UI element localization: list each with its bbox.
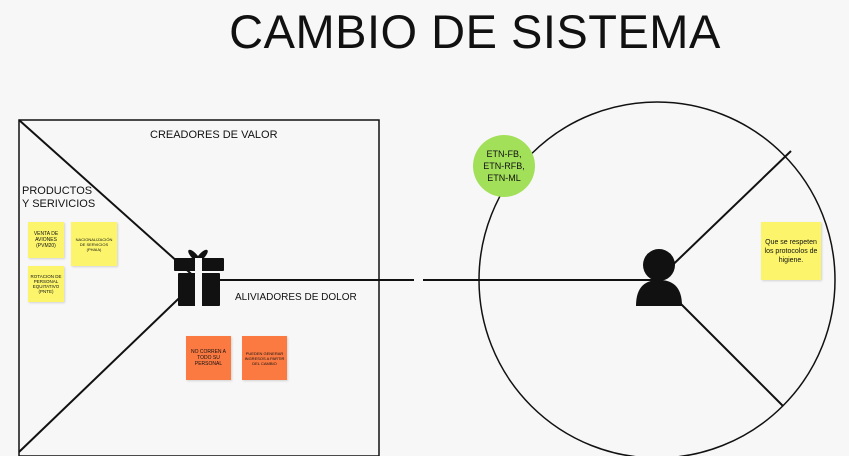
page-title: CAMBIO DE SISTEMA — [229, 5, 721, 58]
sticky-note-venta-aviones[interactable]: VENTA DE AVIONES (PVM20) — [28, 222, 64, 258]
customer-profile-circle — [478, 101, 836, 456]
products-label: PRODUCTOS Y SERIVICIOS — [22, 185, 96, 210]
sticky-note-nacionalizacion[interactable]: NACIONALIZACIÓN DE SERVICIOS (PHAIA) — [71, 222, 117, 266]
sticky-note-rotacion[interactable]: ROTACION DE PERSONAL EQUITATIVO (PNTE) — [28, 266, 64, 302]
diagonal-top — [18, 119, 199, 281]
value-map-square — [18, 119, 380, 456]
sticky-note-protocolos[interactable]: Que se respeten los protocolos de higien… — [761, 222, 821, 280]
sticky-note-no-corren[interactable]: NO CORREN A TODO SU PERSONAL — [186, 336, 231, 380]
circle-line-top — [656, 150, 792, 281]
person-icon — [636, 249, 682, 306]
customer-segment-badge[interactable]: ETN-FB, ETN-RFB, ETN-ML — [473, 135, 535, 197]
relievers-label: ALIVIADORES DE DOLOR — [235, 292, 357, 303]
gift-icon — [174, 249, 224, 306]
sticky-note-ingresos[interactable]: PUEDEN GENERAR INGRESOS A PARTIR DEL CAM… — [242, 336, 287, 380]
creators-label: CREADORES DE VALOR — [150, 129, 278, 141]
diagonal-bottom — [18, 279, 199, 453]
